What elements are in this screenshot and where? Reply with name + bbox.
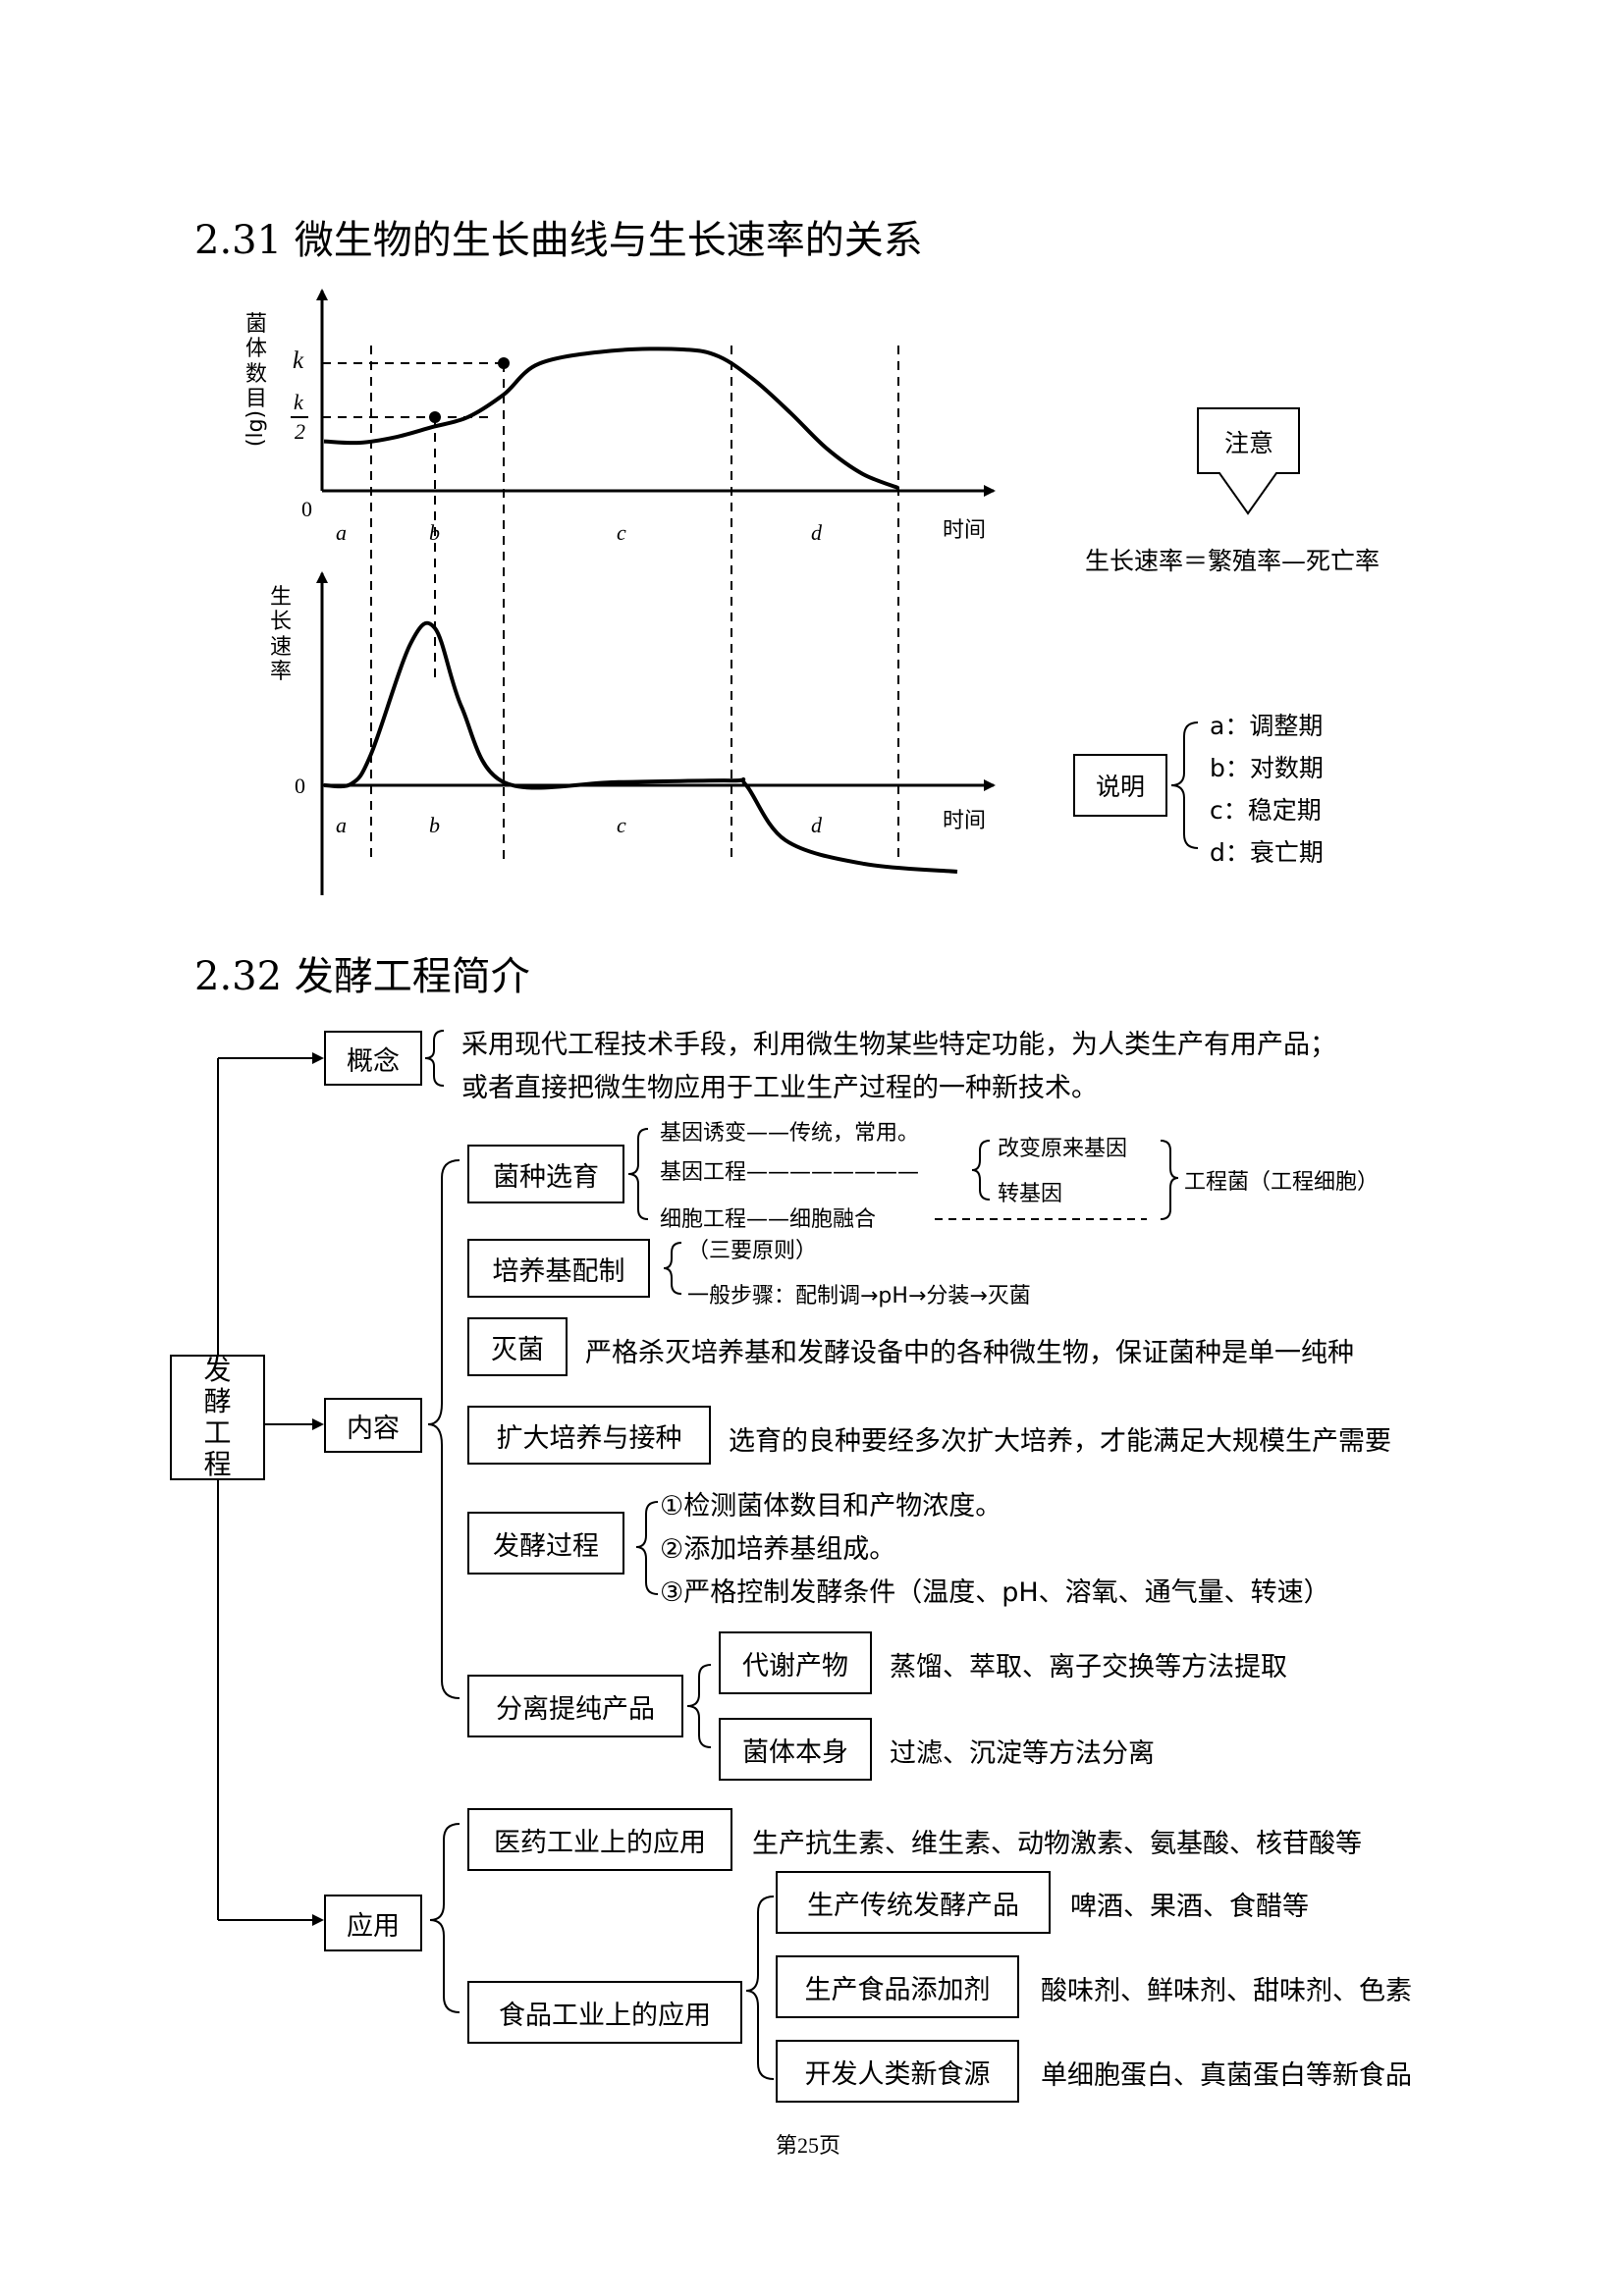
bottom-phase-b: b	[429, 813, 440, 837]
strain-mutation: 基因诱变——传统，常用。	[660, 1121, 920, 1146]
gene-change: 改变原来基因	[998, 1137, 1128, 1161]
k-guides	[322, 362, 504, 418]
food-new-source-text: 单细胞蛋白、真菌蛋白等新食品	[1041, 2060, 1412, 2091]
strain-cell-eng: 细胞工程——细胞融合	[660, 1207, 877, 1232]
concept-line-1: 采用现代工程技术手段，利用微生物某些特定功能，为人类生产有用产品；	[461, 1030, 1336, 1060]
food-traditional-box: 生产传统发酵产品	[776, 1871, 1051, 1934]
top-origin: 0	[301, 497, 312, 521]
k-point	[498, 357, 510, 369]
y-tick-half-bar	[291, 416, 308, 418]
root-box: 发 酵 工 程	[170, 1354, 265, 1480]
y-tick-half-den: 2	[295, 419, 305, 444]
food-new-source-box: 开发人类新食源	[776, 2040, 1019, 2103]
top-phase-d: d	[811, 520, 822, 545]
food-traditional-text: 啤酒、果酒、食醋等	[1070, 1892, 1309, 1922]
bottom-ylabel: 生 长 速 率	[270, 585, 293, 684]
legend-item-c: c：稳定期	[1210, 796, 1322, 825]
bottom-phase-d: d	[811, 813, 822, 837]
bottom-phase-a: a	[336, 813, 347, 837]
top-phase-c: c	[617, 520, 626, 545]
medicine-box: 医药工业上的应用	[467, 1808, 732, 1871]
content-box: 内容	[324, 1398, 422, 1453]
bottom-xlabel: 时间	[943, 809, 987, 833]
legend-brace	[1170, 721, 1199, 849]
strain-box: 菌种选育	[467, 1145, 624, 1203]
ferment-box: 发酵过程	[467, 1512, 624, 1575]
food-additive-text: 酸味剂、鲜味剂、甜味剂、色素	[1041, 1976, 1412, 2006]
section-title-2-32: 2.32 发酵工程简介	[194, 954, 530, 999]
food-box: 食品工业上的应用	[467, 1981, 742, 2044]
ferment-item-1: ①检测菌体数目和产物浓度。	[660, 1491, 1002, 1522]
page-number: 第25页	[776, 2133, 841, 2158]
separate-box: 分离提纯产品	[467, 1675, 683, 1737]
expand-text: 选育的良种要经多次扩大培养，才能满足大规模生产需要	[729, 1426, 1391, 1457]
note-callout-shape	[1197, 407, 1300, 515]
top-ylabel: 菌 体 数 目	[245, 312, 268, 411]
application-box: 应用	[324, 1895, 422, 1951]
legend-item-a: a：调整期	[1210, 712, 1324, 740]
food-additive-box: 生产食品添加剂	[776, 1955, 1019, 2018]
sterilize-box: 灭菌	[467, 1317, 568, 1376]
half-k-point	[429, 411, 441, 423]
medicine-text: 生产抗生素、维生素、动物激素、氨基酸、核苷酸等	[752, 1829, 1362, 1859]
medium-steps: 一般步骤：配制调→pH→分装→灭菌	[687, 1284, 1031, 1308]
legend-item-d: d：衰亡期	[1210, 838, 1324, 867]
medium-box: 培养基配制	[467, 1239, 650, 1298]
phase-dividers	[370, 346, 899, 862]
metabolite-box: 代谢产物	[719, 1631, 872, 1694]
metabolite-text: 蒸馏、萃取、离子交换等方法提取	[890, 1652, 1287, 1682]
top-phase-a: a	[336, 520, 347, 545]
medium-principle: （三要原则）	[687, 1239, 818, 1263]
concept-box: 概念	[324, 1031, 422, 1086]
gene-transfer: 转基因	[998, 1182, 1063, 1206]
sterilize-text: 严格杀灭培养基和发酵设备中的各种微生物，保证菌种是单一纯种	[585, 1338, 1354, 1368]
bottom-rate-curve	[323, 620, 958, 874]
expand-box: 扩大培养与接种	[467, 1406, 711, 1465]
ferment-item-3: ③严格控制发酵条件（温度、pH、溶氧、通气量、转速）	[660, 1577, 1330, 1608]
cell-body-box: 菌体本身	[719, 1718, 872, 1781]
top-growth-curve	[323, 347, 899, 490]
concept-line-2: 或者直接把微生物应用于工业生产过程的一种新技术。	[461, 1073, 1098, 1103]
strain-gene-eng: 基因工程————————	[660, 1160, 920, 1185]
bottom-origin: 0	[295, 774, 305, 798]
engineered-strain: 工程菌（工程细胞）	[1184, 1170, 1380, 1195]
top-phase-b: b	[429, 520, 440, 545]
bottom-phase-c: c	[617, 813, 626, 837]
top-xlabel: 时间	[943, 518, 987, 543]
legend-item-b: b：对数期	[1210, 754, 1324, 782]
legend-label-box: 说明	[1073, 754, 1167, 817]
tree-connectors	[217, 1030, 1179, 2080]
section-title-2-31: 2.31 微生物的生长曲线与生长速率的关系	[194, 218, 923, 263]
ferment-item-2: ②添加培养基组成。	[660, 1534, 896, 1565]
y-tick-half-num: k	[294, 390, 303, 414]
note-formula: 生长速率＝繁殖率—死亡率	[1085, 547, 1380, 575]
top-ylabel-unit: (lg)	[244, 409, 269, 448]
y-tick-k: k	[293, 347, 304, 374]
cell-body-text: 过滤、沉淀等方法分离	[890, 1738, 1155, 1769]
tree-arrowheads	[312, 1052, 324, 1926]
note-label: 注意	[1224, 429, 1274, 457]
